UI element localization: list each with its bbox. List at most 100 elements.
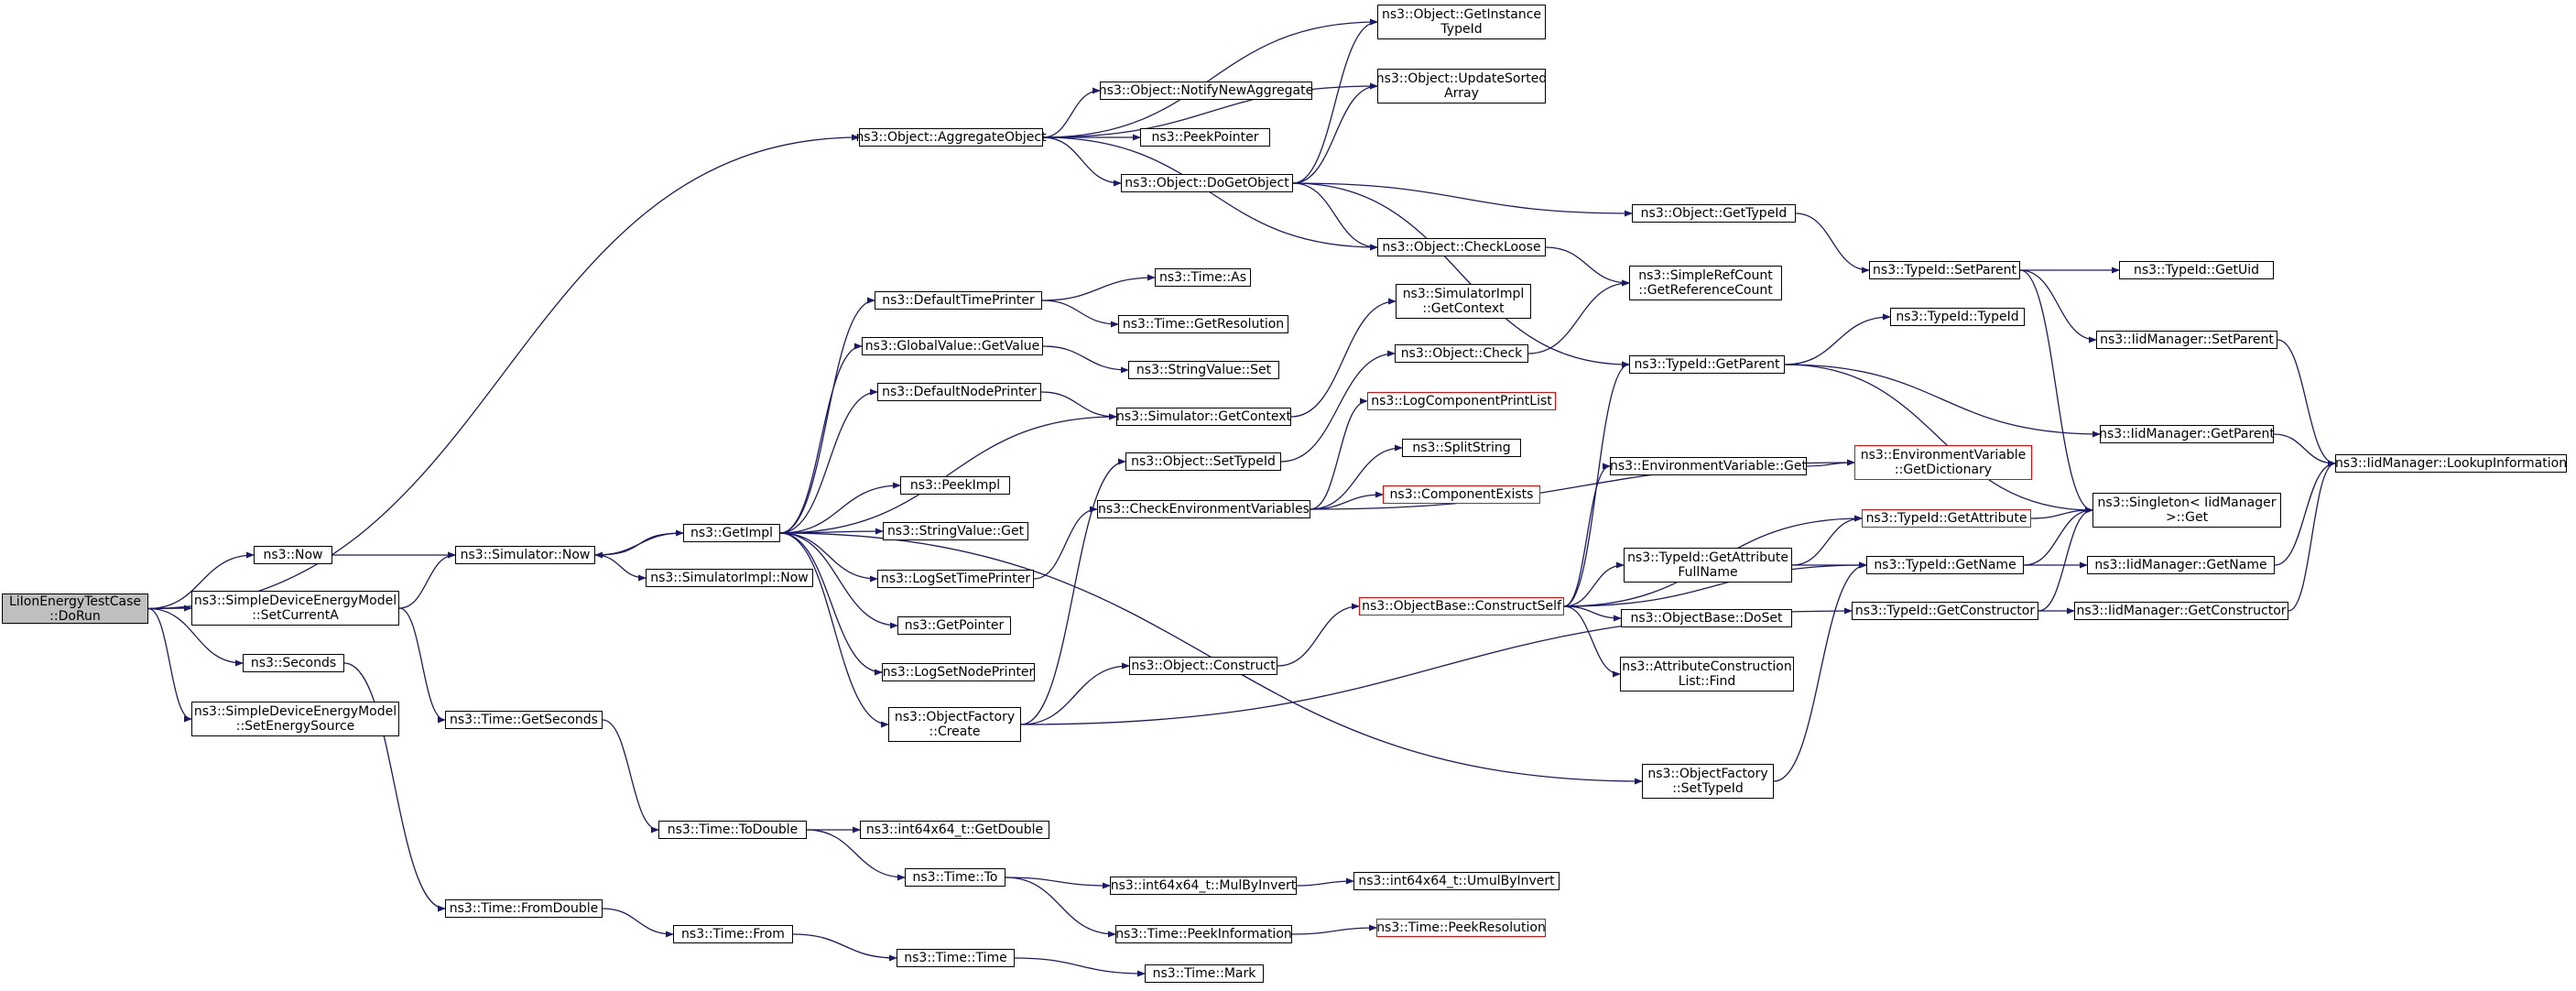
node-int64x64-umul-by-invert[interactable]: ns3::int64x64_t::UmulByInvert	[1353, 872, 1560, 890]
node-now[interactable]: ns3::Now	[254, 546, 332, 564]
node-get-instance-type-id[interactable]: ns3::Object::GetInstance TypeId	[1377, 5, 1546, 39]
node-time-mark[interactable]: ns3::Time::Mark	[1145, 964, 1264, 983]
edge-dogetobj-to-tidgetparent	[1292, 182, 1630, 368]
node-int64x64-get-double[interactable]: ns3::int64x64_t::GetDouble	[860, 821, 1049, 839]
node-log-set-node-printer[interactable]: ns3::LogSetNodePrinter	[882, 663, 1035, 681]
edge-obconstruct-to-tidgetattrfull	[1563, 561, 1625, 607]
node-iid-manager-get-name[interactable]: ns3::IidManager::GetName	[2087, 556, 2275, 574]
node-attribute-construction-list-find[interactable]: ns3::AttributeConstruction List::Find	[1620, 657, 1794, 692]
edge-simgetctx-to-simimplctx	[1290, 298, 1397, 418]
edge-timeto-to-mulbyinv	[1005, 877, 1111, 889]
node-iid-manager-lookup-information[interactable]: ns3::IidManager::LookupInformation	[2334, 454, 2568, 473]
node-iid-manager-set-parent[interactable]: ns3::IidManager::SetParent	[2096, 331, 2277, 349]
node-time-peek-information[interactable]: ns3::Time::PeekInformation	[1115, 925, 1292, 943]
edge-dogetobj-to-objgettid	[1292, 182, 1633, 217]
edge-checkloose-to-srcgetref	[1545, 246, 1630, 287]
node-peek-impl[interactable]: ns3::PeekImpl	[900, 476, 1010, 495]
node-object-construct[interactable]: ns3::Object::Construct	[1129, 657, 1277, 675]
node-type-id-type-id[interactable]: ns3::TypeId::TypeId	[1890, 308, 2025, 326]
node-time-to-double[interactable]: ns3::Time::ToDouble	[658, 821, 807, 839]
edge-tidgetname-to-singletonget	[2023, 506, 2093, 566]
node-singleton-iid-manager-get[interactable]: ns3::Singleton< IidManager >::Get	[2092, 493, 2281, 528]
node-object-set-type-id[interactable]: ns3::Object::SetTypeId	[1125, 452, 1281, 471]
edge-objcheck-to-srcgetref	[1527, 279, 1630, 354]
node-default-node-printer[interactable]: ns3::DefaultNodePrinter	[877, 383, 1041, 401]
node-simulator-impl-get-context[interactable]: ns3::SimulatorImpl ::GetContext	[1396, 284, 1531, 319]
node-type-id-get-uid[interactable]: ns3::TypeId::GetUid	[2119, 261, 2274, 279]
edge-getimpl-to-simnow	[594, 532, 684, 559]
node-time-get-resolution[interactable]: ns3::Time::GetResolution	[1118, 315, 1288, 333]
node-type-id-get-attribute[interactable]: ns3::TypeId::GetAttribute	[1862, 509, 2031, 528]
node-aggregate-object[interactable]: ns3::Object::AggregateObject	[855, 128, 1047, 147]
node-time-peek-resolution[interactable]: ns3::Time::PeekResolution	[1376, 919, 1546, 937]
node-environment-variable-get-dictionary[interactable]: ns3::EnvironmentVariable ::GetDictionary	[1854, 445, 2032, 480]
node-object-get-type-id[interactable]: ns3::Object::GetTypeId	[1632, 204, 1796, 223]
edge-todouble-to-timeto	[806, 829, 906, 881]
node-time-get-seconds[interactable]: ns3::Time::GetSeconds	[445, 711, 603, 729]
node-time-as[interactable]: ns3::Time::As	[1155, 268, 1251, 287]
edge-tidsetparent-to-iidsetparent	[2019, 269, 2097, 343]
node-time-to[interactable]: ns3::Time::To	[905, 868, 1005, 887]
edge-getimpl-to-peekimpl	[779, 482, 901, 534]
node-simulator-now[interactable]: ns3::Simulator::Now	[455, 546, 595, 564]
node-time-from[interactable]: ns3::Time::From	[673, 925, 793, 943]
node-check-loose[interactable]: ns3::Object::CheckLoose	[1377, 238, 1546, 256]
node-type-id-get-name[interactable]: ns3::TypeId::GetName	[1866, 556, 2024, 574]
node-log-component-print-list[interactable]: ns3::LogComponentPrintList	[1367, 392, 1556, 410]
node-log-set-time-printer[interactable]: ns3::LogSetTimePrinter	[877, 570, 1034, 588]
edge-mulbyinv-to-umulbyinv	[1296, 877, 1354, 887]
node-simple-ref-count-get-reference-count[interactable]: ns3::SimpleRefCount ::GetReferenceCount	[1629, 266, 1782, 300]
node-type-id-set-parent[interactable]: ns3::TypeId::SetParent	[1869, 261, 2020, 279]
node-split-string[interactable]: ns3::SplitString	[1402, 439, 1521, 457]
node-get-pointer[interactable]: ns3::GetPointer	[897, 616, 1011, 635]
node-time-time[interactable]: ns3::Time::Time	[897, 949, 1015, 967]
node-get-impl[interactable]: ns3::GetImpl	[683, 524, 780, 542]
node-type-id-get-attribute-full-name[interactable]: ns3::TypeId::GetAttribute FullName	[1624, 548, 1792, 583]
node-object-factory-create[interactable]: ns3::ObjectFactory ::Create	[888, 707, 1021, 742]
edge-checkenv-to-logcpl	[1310, 397, 1368, 510]
edge-dogetobj-to-getinst	[1292, 18, 1378, 184]
node-default-time-printer[interactable]: ns3::DefaultTimePrinter	[875, 291, 1042, 310]
node-set-current-a[interactable]: ns3::SimpleDeviceEnergyModel ::SetCurren…	[191, 591, 399, 626]
edge-getimpl-to-simgetctx	[779, 413, 1117, 534]
node-object-base-do-set[interactable]: ns3::ObjectBase::DoSet	[1621, 609, 1792, 627]
edge-objgettid-to-tidsetparent	[1795, 212, 1870, 274]
node-object-check[interactable]: ns3::Object::Check	[1395, 344, 1528, 363]
edge-aggobj-to-dogetobj	[1042, 136, 1122, 187]
node-iid-manager-get-parent[interactable]: ns3::IidManager::GetParent	[2099, 425, 2275, 443]
node-time-from-double[interactable]: ns3::Time::FromDouble	[445, 899, 603, 918]
node-global-value-get-value[interactable]: ns3::GlobalValue::GetValue	[862, 337, 1043, 355]
node-do-get-object[interactable]: ns3::Object::DoGetObject	[1121, 174, 1293, 192]
edge-dogetobj-to-updsorted	[1292, 82, 1378, 184]
edge-obconstruct-to-attrconsfind	[1563, 605, 1621, 678]
edge-logsettp-to-checkenv	[1033, 506, 1098, 580]
node-object-factory-set-type-id[interactable]: ns3::ObjectFactory ::SetTypeId	[1642, 764, 1774, 799]
node-component-exists[interactable]: ns3::ComponentExists	[1383, 485, 1540, 504]
node-check-environment-variables[interactable]: ns3::CheckEnvironmentVariables	[1097, 500, 1310, 518]
edge-getimpl-to-ofcreate	[779, 532, 889, 728]
edge-setcur-to-simnow	[398, 551, 456, 609]
node-string-value-set[interactable]: ns3::StringValue::Set	[1128, 361, 1279, 379]
node-notify-new-aggregate[interactable]: ns3::Object::NotifyNewAggregate	[1098, 82, 1314, 100]
edge-aggobj-to-checkloose	[1042, 136, 1378, 251]
node-simulator-get-context[interactable]: ns3::Simulator::GetContext	[1115, 408, 1292, 426]
node-iid-manager-get-constructor[interactable]: ns3::IidManager::GetConstructor	[2074, 602, 2288, 620]
node-peek-pointer[interactable]: ns3::PeekPointer	[1140, 128, 1270, 147]
node-environment-variable-get[interactable]: ns3::EnvironmentVariable::Get	[1610, 457, 1807, 475]
node-type-id-get-parent[interactable]: ns3::TypeId::GetParent	[1629, 355, 1785, 374]
node-type-id-get-constructor[interactable]: ns3::TypeId::GetConstructor	[1852, 602, 2038, 620]
node-simulator-impl-now[interactable]: ns3::SimulatorImpl::Now	[646, 569, 813, 587]
edge-fromdouble-to-timefrom	[602, 908, 674, 938]
edge-ofcreate-to-objsettid	[1020, 458, 1126, 725]
node-update-sorted-array[interactable]: ns3::Object::UpdateSorted Array	[1376, 69, 1547, 103]
node-set-energy-source[interactable]: ns3::SimpleDeviceEnergyModel ::SetEnergy…	[191, 702, 399, 736]
edge-timeto-to-peekinfo	[1005, 877, 1116, 938]
node-string-value-get[interactable]: ns3::StringValue::Get	[883, 522, 1028, 540]
node-seconds[interactable]: ns3::Seconds	[243, 654, 344, 672]
node-object-base-construct-self[interactable]: ns3::ObjectBase::ConstructSelf	[1359, 597, 1564, 615]
node-int64x64-mul-by-invert[interactable]: ns3::int64x64_t::MulByInvert	[1110, 877, 1297, 895]
edge-obconstruct-to-envget	[1563, 463, 1611, 607]
edge-timefrom-to-timetime	[792, 933, 897, 962]
